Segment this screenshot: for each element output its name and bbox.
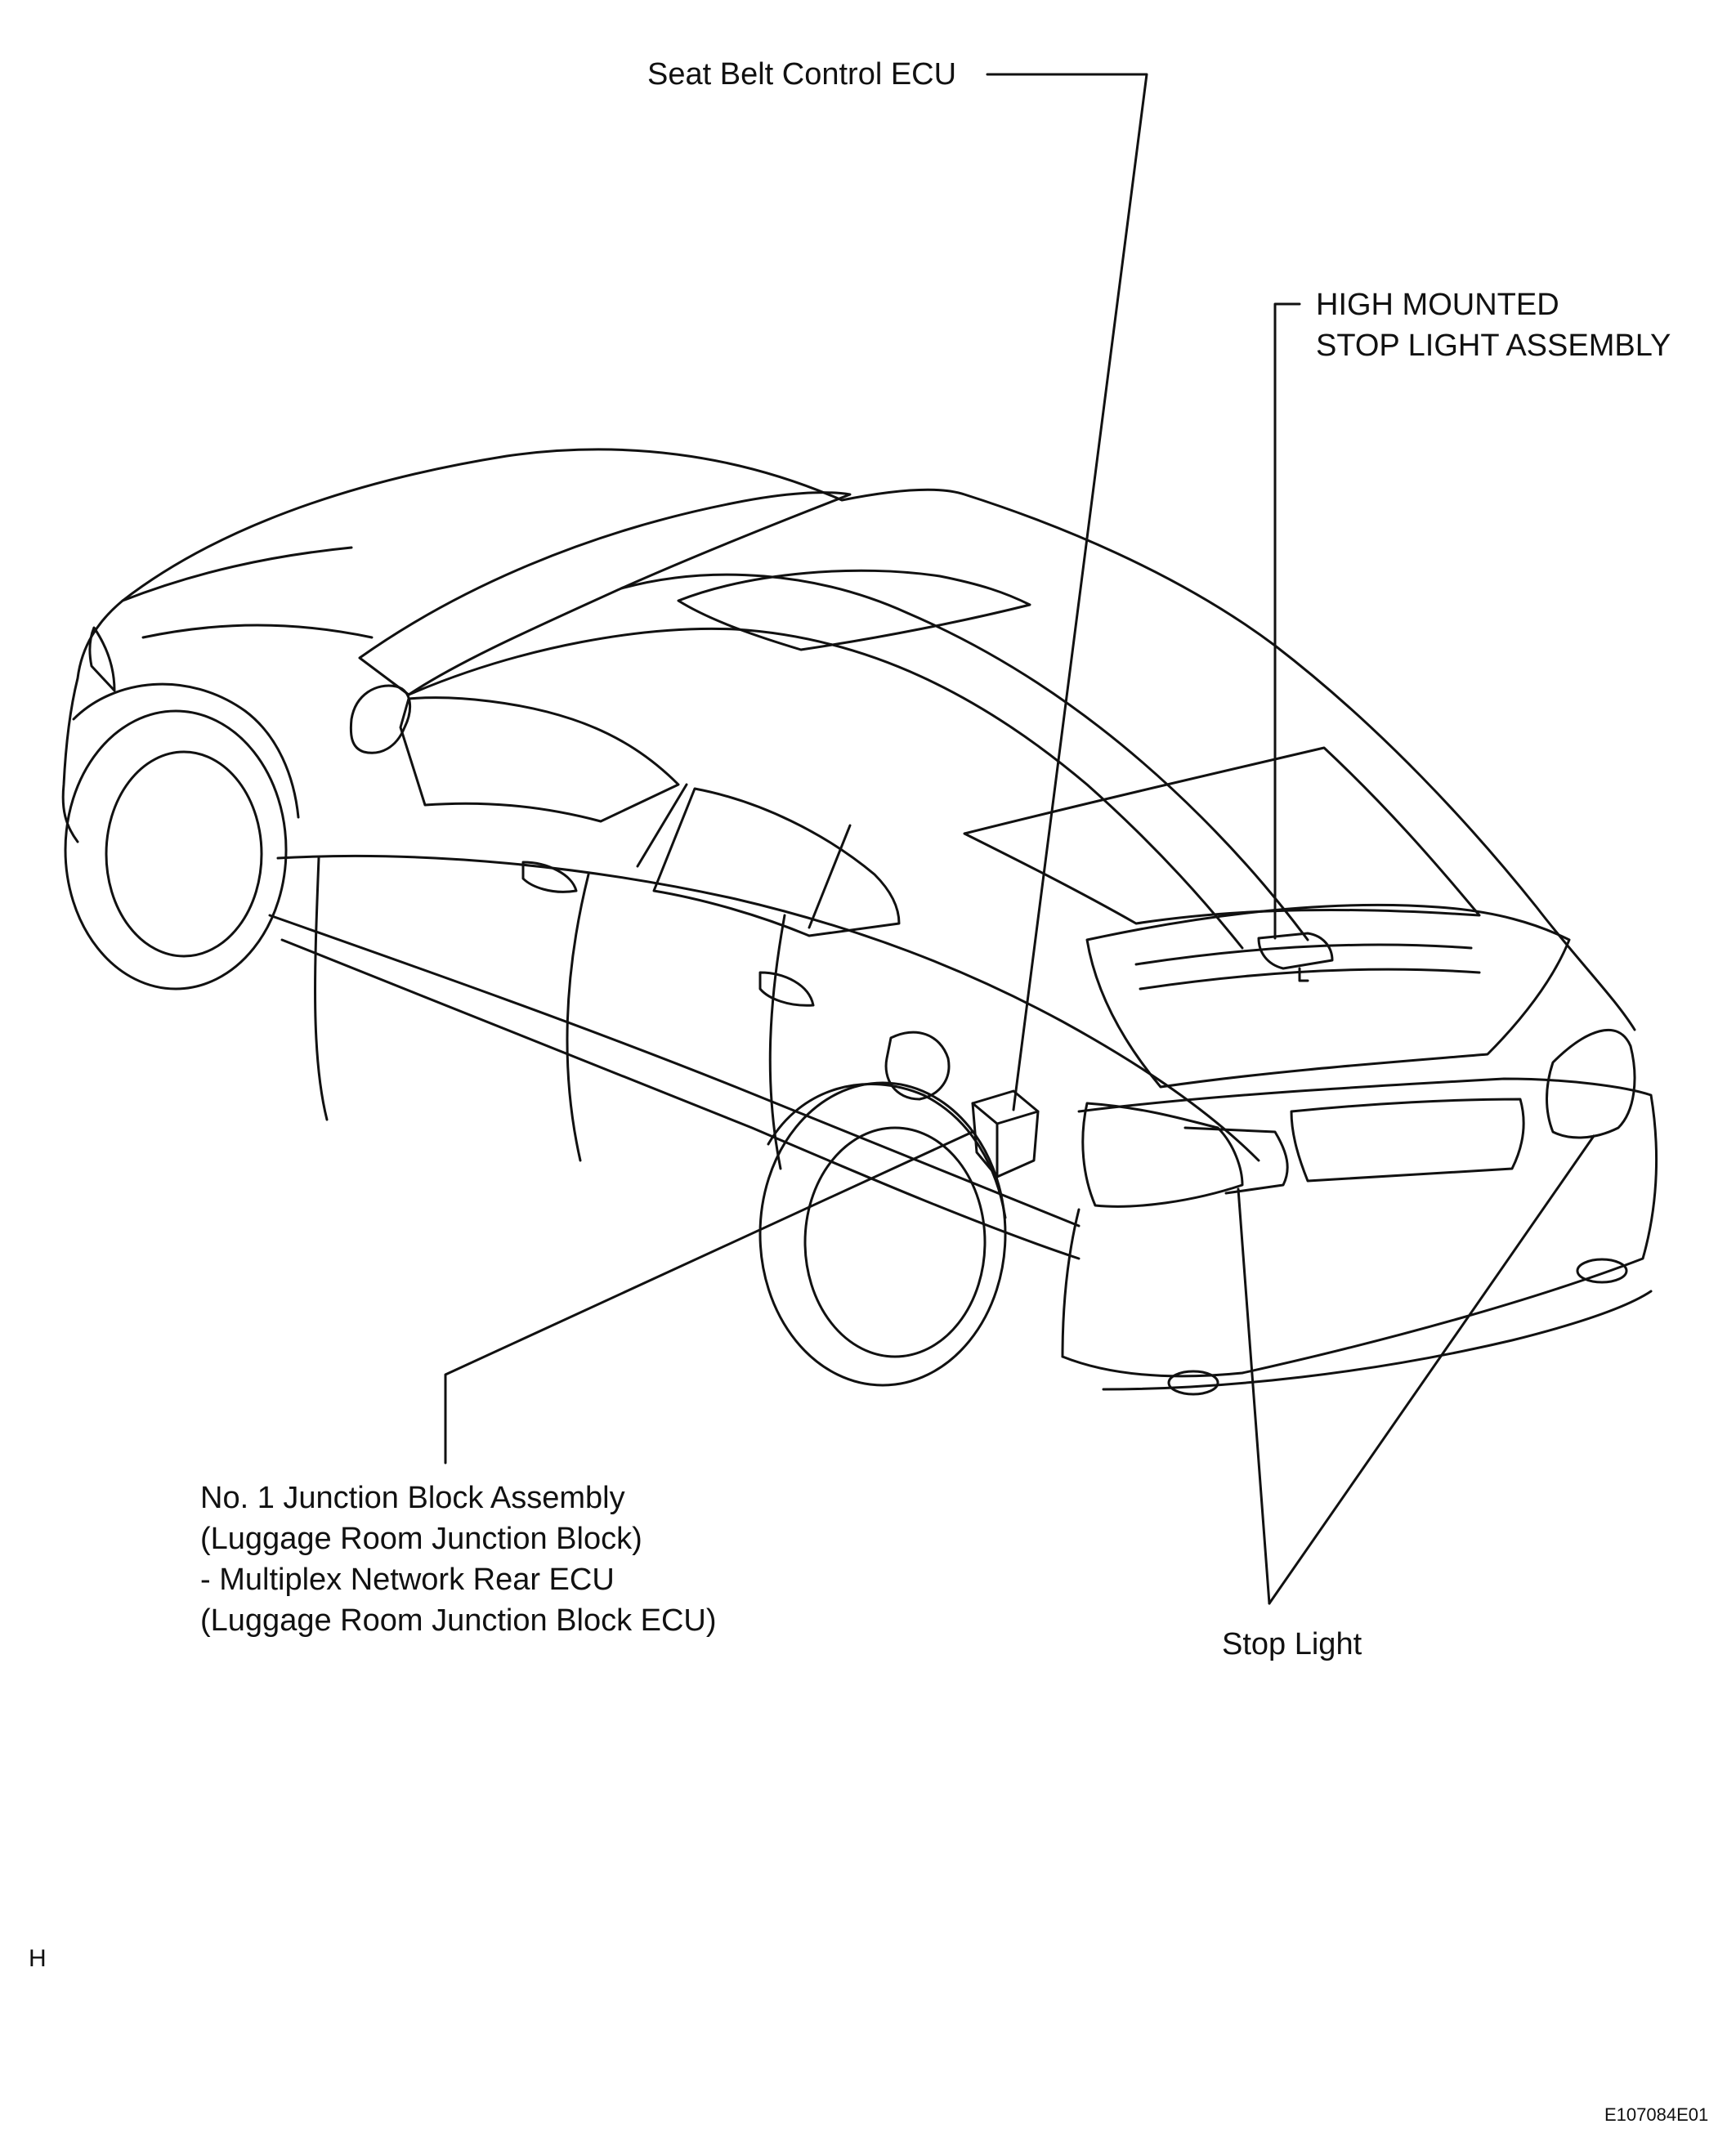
rear-door-window — [652, 787, 901, 937]
rear-wheel — [758, 1081, 1007, 1387]
exhaust-left — [1167, 1370, 1219, 1396]
label-seat-belt-ecu: Seat Belt Control ECU — [647, 57, 957, 92]
leader-stop-light-left — [1237, 1187, 1271, 1605]
trunk-lid — [1085, 903, 1571, 1089]
hood — [61, 599, 124, 843]
rear-door-handle — [758, 971, 815, 1007]
front-door-handle — [521, 861, 578, 893]
label-junction-line4: (Luggage Room Junction Block ECU) — [200, 1603, 717, 1638]
label-junction-line3: - Multiplex Network Rear ECU — [200, 1563, 615, 1597]
junction-block-part — [971, 1089, 1040, 1178]
label-junction-line1: No. 1 Junction Block Assembly — [200, 1481, 625, 1515]
corner-letter: H — [29, 1945, 47, 1972]
car-outline — [121, 448, 1636, 1031]
leader-lines — [444, 73, 1595, 1605]
label-junction-block: No. 1 Junction Block Assembly (Luggage R… — [200, 1478, 717, 1641]
license-plate-area — [1290, 1098, 1525, 1183]
leader-stop-light-right — [1268, 1134, 1595, 1605]
label-stop-light: Stop Light — [1222, 1627, 1362, 1661]
fuel-door — [884, 1031, 951, 1101]
leader-seat-belt-ecu — [986, 73, 1148, 1111]
headlamp — [88, 626, 116, 692]
label-junction-line2: (Luggage Room Junction Block) — [200, 1522, 642, 1556]
exhaust-right — [1576, 1258, 1628, 1284]
label-high-mounted-stop-light: HIGH MOUNTED STOP LIGHT ASSEMBLY — [1316, 284, 1671, 366]
leader-high-mounted — [1273, 302, 1301, 940]
front-wheel — [64, 709, 288, 991]
leader-junction-block — [444, 1130, 974, 1465]
front-window — [399, 696, 680, 823]
left-tail-light — [1081, 1102, 1244, 1208]
sunroof — [677, 569, 1031, 651]
label-high-mounted-line2: STOP LIGHT ASSEMBLY — [1316, 329, 1671, 363]
side-mirror — [349, 684, 412, 754]
rear-bumper — [1061, 1077, 1658, 1378]
car-illustration — [61, 448, 1658, 1396]
right-tail-light — [1546, 1028, 1636, 1139]
rear-window — [963, 746, 1481, 925]
high-mounted-stop-light — [1257, 932, 1334, 970]
label-high-mounted-line1: HIGH MOUNTED — [1316, 288, 1559, 322]
windshield — [358, 491, 852, 696]
figure-id: E107084E01 — [1604, 2104, 1709, 2125]
